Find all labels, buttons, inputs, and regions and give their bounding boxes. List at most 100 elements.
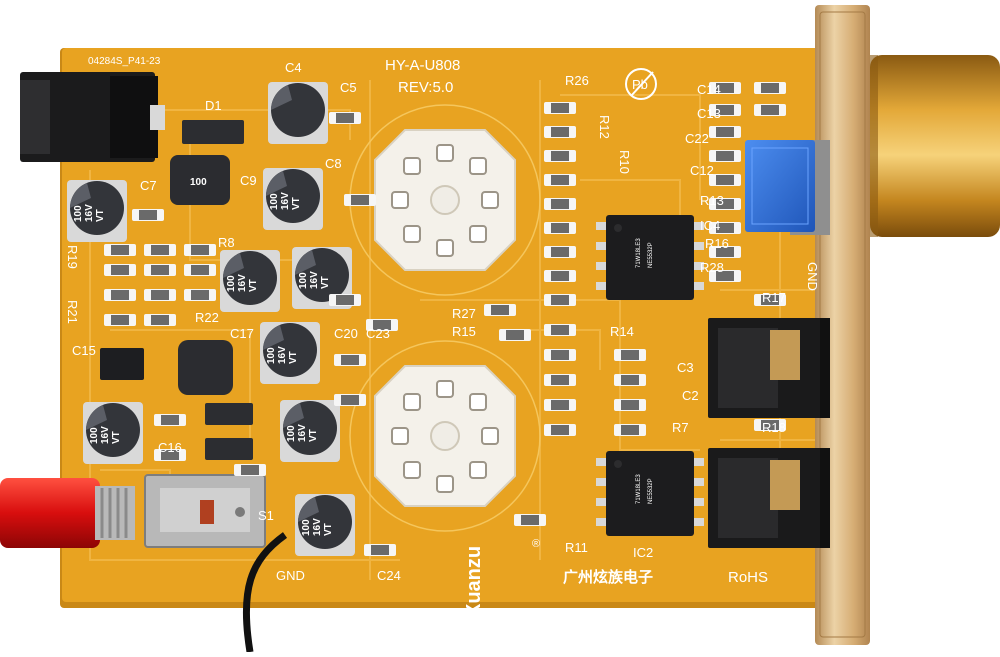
capacitor-marking: 100 [89, 427, 100, 444]
capacitor-marking: 16V [280, 192, 291, 210]
smd-part [514, 514, 546, 526]
label-r15: R15 [452, 324, 476, 339]
smd-part [184, 289, 216, 301]
smd-part [544, 324, 576, 336]
ic2-marking-2: NE5532P [648, 478, 654, 504]
brand-label: Xuanzu [463, 546, 485, 617]
label-c8: C8 [325, 156, 342, 171]
label-r28: R28 [700, 260, 724, 275]
gnd-right-label: GND [805, 262, 820, 291]
smd-part [329, 112, 361, 124]
label-r13: R13 [700, 193, 724, 208]
label-r8: R8 [218, 235, 235, 250]
smd-part [104, 244, 136, 256]
capacitor-marking: 16V [297, 424, 308, 442]
maker-label: 广州炫族电子 [563, 568, 653, 586]
smd-part [366, 319, 398, 331]
red-binding-post[interactable] [0, 478, 135, 548]
capacitor-marking: VT [320, 276, 331, 289]
smd-part [709, 126, 741, 138]
power-switch[interactable] [144, 474, 266, 548]
label-c16: C16 [158, 440, 182, 455]
tube-socket-top [374, 129, 516, 271]
model-label: HY-A-U808 [385, 57, 460, 74]
smd-part [709, 270, 741, 282]
label-c24: C24 [377, 568, 401, 583]
smd-part [754, 104, 786, 116]
smd-part [709, 82, 741, 94]
trimmer-potentiometer[interactable] [745, 140, 830, 235]
label-r10: R10 [617, 150, 632, 174]
capacitor-marking: 16V [100, 426, 111, 444]
smd-part [544, 424, 576, 436]
smd-part [754, 419, 786, 431]
label-c20: C20 [334, 326, 358, 341]
capacitor-marking: VT [95, 209, 106, 222]
lead-free-icon [625, 68, 657, 100]
smd-part [184, 244, 216, 256]
smd-part [144, 264, 176, 276]
label-c23: C23 [366, 326, 390, 341]
smd-part [334, 394, 366, 406]
smd-part [144, 314, 176, 326]
capacitor-marking: VT [111, 431, 122, 444]
smd-part [334, 354, 366, 366]
capacitor-marking: 100 [286, 425, 297, 442]
label-c17: C17 [230, 326, 254, 341]
smd-part [144, 244, 176, 256]
label-c12: C12 [690, 163, 714, 178]
pb-mark: Pb [632, 77, 648, 92]
inductor-top: 100 [170, 155, 230, 205]
capacitor-marking: 16V [277, 346, 288, 364]
smd-part [544, 102, 576, 114]
label-r22: R22 [195, 310, 219, 325]
capacitor-marking: 100 [266, 347, 277, 364]
lot-code: 04284S_P41-23 [88, 56, 161, 67]
label-ic2: IC2 [633, 545, 653, 560]
smd-part [614, 424, 646, 436]
label-r19: R19 [65, 245, 80, 269]
smd-part [709, 174, 741, 186]
smd-part [329, 294, 361, 306]
label-r16: R16 [705, 236, 729, 251]
smd-part [544, 246, 576, 258]
capacitor-marking: 16V [237, 274, 248, 292]
smd-part [544, 150, 576, 162]
label-ic4: IC4 [700, 218, 720, 233]
audio-jack-upper[interactable] [708, 318, 830, 418]
smd-part [499, 329, 531, 341]
smd-part [132, 209, 164, 221]
smd-part [709, 150, 741, 162]
label-r18: R18 [762, 420, 786, 435]
smd-part [104, 314, 136, 326]
smd-part [614, 374, 646, 386]
smd-part [104, 289, 136, 301]
rohs-label: RoHS [728, 569, 768, 586]
capacitor-marking: 16V [84, 204, 95, 222]
label-c2: C2 [682, 388, 699, 403]
label-c14: C14 [697, 82, 721, 97]
smd-part [184, 264, 216, 276]
smd-part [754, 82, 786, 94]
volume-knob[interactable] [870, 55, 1000, 237]
smd-components [104, 82, 786, 556]
gnd-bottom-label: GND [276, 568, 305, 583]
label-r17: R17 [762, 290, 786, 305]
capacitor-marking: VT [291, 197, 302, 210]
audio-jack-lower[interactable] [708, 448, 830, 548]
capacitor-marking: 16V [309, 271, 320, 289]
capacitor-marking: VT [248, 279, 259, 292]
smd-part [709, 222, 741, 234]
smd-part [754, 294, 786, 306]
label-r26: R26 [565, 73, 589, 88]
revision-label: REV:5.0 [398, 79, 453, 96]
dc-power-jack[interactable] [20, 72, 165, 162]
